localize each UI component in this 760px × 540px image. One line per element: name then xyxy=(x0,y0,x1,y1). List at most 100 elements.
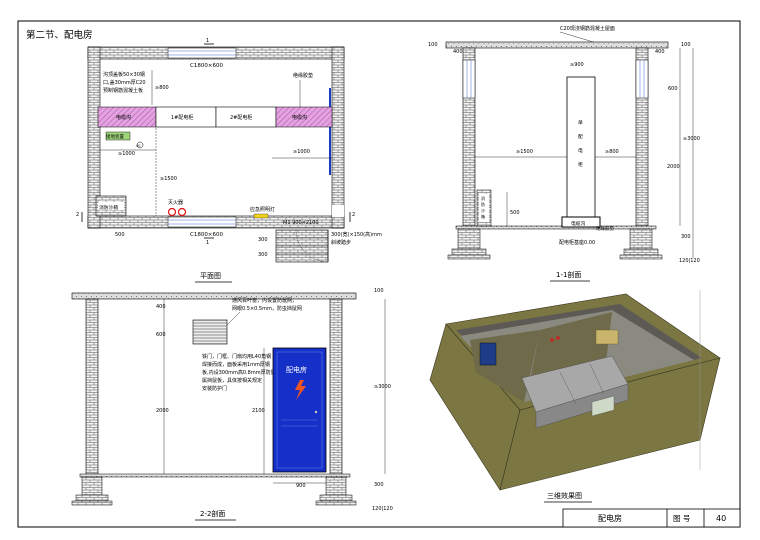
plan-view: C1800×600 C1800×600 沟顶盖板50×30钢 口,盖30mm厚C… xyxy=(76,38,382,283)
title-block-fig-number: 40 xyxy=(716,514,726,523)
s11-dim-120: 120|120 xyxy=(679,258,700,264)
s11-dim-800: ≥800 xyxy=(605,149,619,155)
plan-section-mark-top: 1 xyxy=(206,38,209,44)
extinguisher-icon-2 xyxy=(177,207,187,217)
plan-emergency-light-label: 应急照明灯 xyxy=(250,206,275,213)
s11-dim-1500: ≥1500 xyxy=(516,149,533,155)
plan-dim-1000a: ≥1000 xyxy=(118,151,135,157)
plan-grounding-label: 接地装置 xyxy=(106,133,124,140)
plan-dim-500: 500 xyxy=(115,232,125,238)
plan-cabinet-label-3: 电缆沟 xyxy=(292,114,307,121)
s11-left-char-0: 消 xyxy=(481,195,485,201)
render-door xyxy=(479,342,497,366)
s22-dim-2000: 2000 xyxy=(156,408,169,414)
s22-door-sign: 配电房 xyxy=(286,365,307,374)
s11-left-char-1: 防 xyxy=(481,201,485,207)
s22-door-note-4: 属挡鼠板，具体按相关规定 xyxy=(202,377,262,384)
s11-dim-3000: ≥3000 xyxy=(683,136,700,142)
plan-dim-1000b: ≥1000 xyxy=(293,149,310,155)
s22-roof-slab xyxy=(71,292,357,300)
plan-ramp-note-2: 斜坡踏步 xyxy=(331,239,351,246)
plan-caption: 平面图 xyxy=(200,272,221,280)
s22-dim-120: 120|120 xyxy=(372,506,393,512)
s11-cabinet xyxy=(566,76,596,218)
s22-wall-left xyxy=(85,298,99,475)
s22-door-note-1: 铁门，门框、门扇均用L40角钢 xyxy=(202,353,271,360)
s11-cabinet-char-3: 柜 xyxy=(578,161,583,168)
s11-dim-600: 600 xyxy=(668,86,678,92)
plan-insulated-mat: 绝缘胶垫 xyxy=(293,72,313,79)
title-block-name: 配电房 xyxy=(598,513,622,523)
plan-trench-note-3: 预制钢筋混凝土板 xyxy=(103,87,143,94)
plan-dim-1500: ≥1500 xyxy=(160,176,177,182)
render-caption: 三维效果图 xyxy=(547,491,582,500)
s11-dim-100b: 100 xyxy=(681,42,691,48)
plan-window-bottom xyxy=(167,216,237,228)
plan-window-top xyxy=(167,47,237,59)
plan-section-mark-bottom: 1 xyxy=(206,240,209,246)
s22-dim-2100: 2100 xyxy=(252,408,265,414)
section-2-2: 通风百叶窗，内设置防鼠网， 网眼0.5×0.5mm，防虫挡鼠网 铁门，门框、门扇… xyxy=(71,288,393,521)
plan-window-bottom-label: C1800×600 xyxy=(190,232,223,238)
s22-dim-100: 100 xyxy=(374,288,384,294)
plan-fire-box-label: 消防沙箱 xyxy=(99,204,118,211)
section-title: 第二节、配电房 xyxy=(26,29,93,41)
s22-door-note-3: 板,内设300mm高0.8mm厚防鼠金 xyxy=(202,369,281,376)
s11-left-char-3: 箱 xyxy=(481,213,485,219)
s11-base-label: 电缆沟 xyxy=(571,220,586,227)
s22-dim-900: 900 xyxy=(296,483,306,489)
plan-extinguisher-label: 灭火器 xyxy=(168,200,183,206)
title-block: 配电房 图 号 40 xyxy=(562,508,741,528)
s22-dim-3000: ≥3000 xyxy=(374,384,391,390)
s11-dim-900: ≥900 xyxy=(570,62,584,68)
s11-cabinet-char-0: 单 xyxy=(578,119,583,126)
plan-ramp-note: 300(宽)×150(高)mm xyxy=(331,231,382,238)
s22-caption: 2-2剖面 xyxy=(200,509,225,518)
s22-door-note-2: 焊接而成，面板采用1mm厚钢 xyxy=(202,361,270,368)
sheet-frame xyxy=(17,20,741,528)
s11-cabinet-char-1: 配 xyxy=(578,134,583,140)
plan-wall-left xyxy=(87,46,101,229)
s11-roof-note: C20现浇钢筋混凝土屋面 xyxy=(560,25,615,32)
s22-wall-right xyxy=(329,298,343,475)
plan-door-label: M1 900×2100 xyxy=(283,220,319,226)
s11-caption: 1-1剖面 xyxy=(556,270,581,279)
render-3d: 三维效果图 xyxy=(429,290,721,503)
plan-dim-300a: 300 xyxy=(258,237,268,243)
extinguisher-icon xyxy=(167,207,177,217)
section-1-1: C20现浇钢筋混凝土屋面 单 配 电 柜 电缆沟 配电柜基座0.00 绝缘胶垫 xyxy=(428,25,700,282)
plan-window-top-label: C1800×600 xyxy=(190,63,223,69)
s22-blue-door xyxy=(272,347,327,473)
plan-section-mark-right: 2 xyxy=(352,212,355,218)
s11-dim-2000: 2000 xyxy=(667,164,680,170)
door-handle-icon xyxy=(314,410,318,414)
plan-wall-right xyxy=(331,46,345,229)
s11-cable-trench xyxy=(561,216,601,228)
plan-cabinet-label-0: 电缆沟 xyxy=(116,114,131,121)
plan-dim-40: 40 xyxy=(136,144,140,148)
plan-dim-300b: 300 xyxy=(258,252,268,258)
s22-dim-300: 300 xyxy=(374,482,384,488)
s22-louver-note-2: 网眼0.5×0.5mm，防虫挡鼠网 xyxy=(232,305,302,312)
plan-cabinet-label-2: 2#配电柜 xyxy=(230,114,252,121)
plan-trench-note-2: 口,盖30mm厚C20 xyxy=(103,79,146,86)
s11-dim-400b: 400 xyxy=(655,49,665,55)
plan-cable-trench-right xyxy=(275,106,333,128)
lightning-icon xyxy=(295,380,306,400)
s11-mat-label: 绝缘胶垫 xyxy=(596,225,614,232)
s22-louver-vent xyxy=(192,319,228,345)
s22-dim-600: 600 xyxy=(156,332,166,338)
s11-dim-400a: 400 xyxy=(453,49,463,55)
emergency-light-icon xyxy=(253,213,269,219)
plan-section-mark-left: 2 xyxy=(76,212,79,218)
plan-dim-800: ≥800 xyxy=(155,85,169,91)
s11-dim-300: 300 xyxy=(681,234,691,240)
plan-trench-note-1: 沟顶盖板50×30钢 xyxy=(103,71,145,78)
plan-cabinet-label-1: 1#配电柜 xyxy=(171,114,193,121)
s22-dim-400: 400 xyxy=(156,304,166,310)
s11-left-char-2: 沙 xyxy=(481,208,485,213)
s11-dim-500: 500 xyxy=(510,210,520,216)
render-ac-unit xyxy=(595,329,619,345)
s11-roof-slab xyxy=(445,41,669,49)
